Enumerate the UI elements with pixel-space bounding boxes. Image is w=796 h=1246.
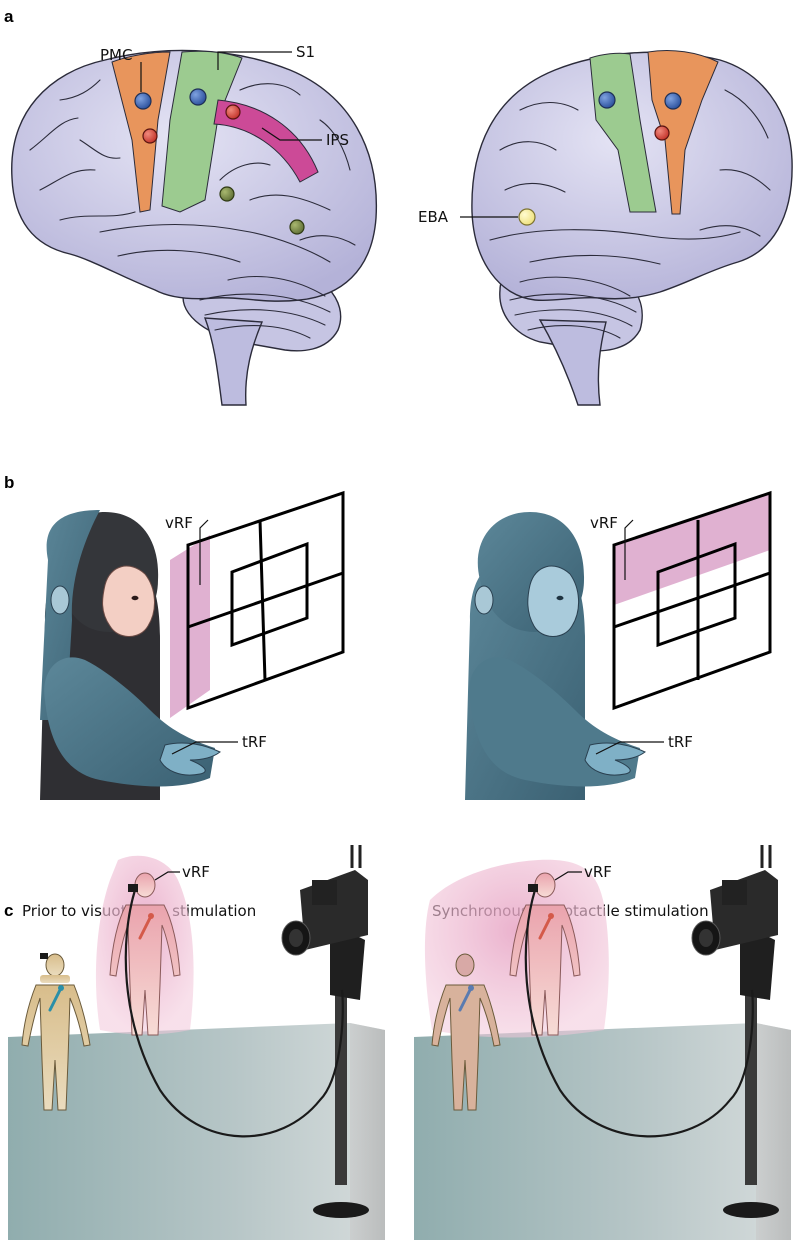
right-eba-yellow-dot [518,208,536,226]
cable-left [124,889,344,1138]
camera-right [691,845,779,1218]
label-vrf-c-right: vRF [584,863,612,881]
left-monkey-eye [131,595,139,601]
label-s1: S1 [296,43,315,61]
right-gyri [489,89,771,265]
scene-left: vRF [8,845,385,1240]
right-pmc-region [647,49,719,215]
left-screen-grid [186,490,345,711]
left-pmc-blue-dot [134,92,152,110]
left-monkey-ear [50,585,70,615]
real-figure-right [509,872,581,1036]
label-vrf-b-left: vRF [165,514,193,532]
left-s1-region [161,50,243,213]
left-s1-blue-dot [189,88,207,106]
left-brain: PMC S1 IPS [11,43,378,406]
floor-right-side [756,1023,791,1240]
right-screen-grid [612,490,772,711]
left-brainstem [203,317,264,406]
right-monkey-face [527,565,579,637]
left-pmc-red-dot [142,128,158,144]
scene-right: vRF [414,845,791,1240]
cable-right [524,889,754,1138]
right-monkey-hand [584,742,646,776]
label-vrf-b-right: vRF [590,514,618,532]
right-vrf-band [614,493,770,605]
right-pmc-blue-dot [664,92,682,110]
right-pmc-red-dot [654,125,670,141]
real-figure-left [95,855,194,1036]
panel-c: c Prior to visuotactile stimulation Sync… [4,845,791,1240]
label-pmc: PMC [100,46,132,64]
floor-left-side [350,1023,385,1240]
label-trf-b-right: tRF [668,733,693,751]
panel-c-letter: c [4,901,13,920]
right-monkey: vRF tRF [465,490,772,800]
left-cerebellum-folia [199,275,331,339]
left-monkey-face [102,565,155,637]
label-vrf-c-left: vRF [182,863,210,881]
left-monkey: vRF tRF [40,490,345,800]
left-ips-region [213,99,319,183]
left-green-dot-1 [219,186,235,202]
right-monkey-eye [556,595,564,601]
right-monkey-ear [474,585,494,615]
right-cerebellum-folia [509,276,637,339]
right-s1-blue-dot [598,91,616,109]
right-brain: EBA [418,49,793,406]
floor-right [414,1023,791,1240]
left-monkey-hand [159,742,221,776]
right-brainstem [538,319,607,406]
rubber-figure-left [21,953,91,1111]
label-trf-b-left: tRF [242,733,267,751]
panel-a-letter: a [4,7,14,26]
panel-a: a [4,7,793,406]
left-pmc-region [111,51,171,213]
panel-b: b vRF tRF [4,473,772,800]
left-ips-red-dot [225,104,241,120]
rubber-figure-right [431,953,501,1111]
camera-left [281,845,369,1218]
label-ips: IPS [326,131,349,149]
label-eba: EBA [418,208,449,226]
panel-b-letter: b [4,473,14,492]
left-green-dot-2 [289,219,305,235]
floor-left [8,1023,385,1240]
left-gyri [29,79,356,263]
